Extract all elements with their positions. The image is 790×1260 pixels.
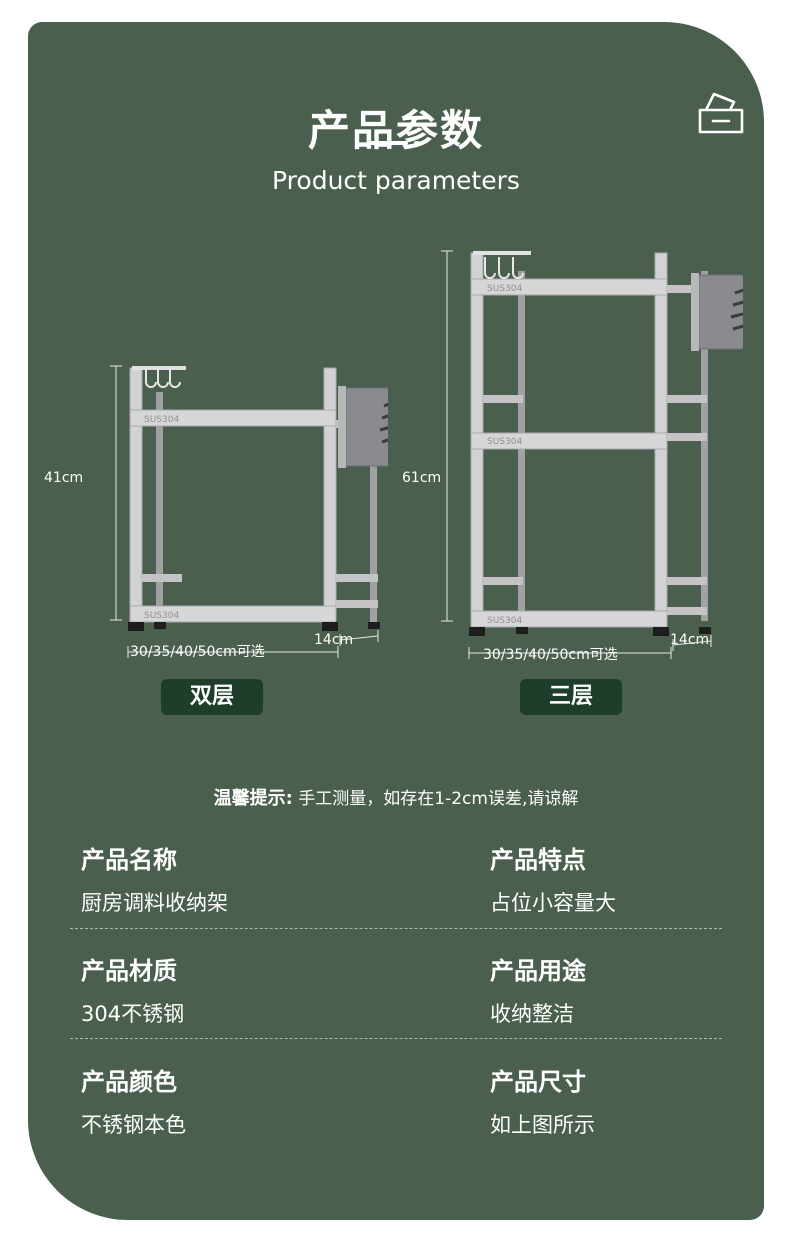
three-tier-rack-illustration: SUS304 SUS304 SUS304	[441, 250, 743, 659]
spec-label-color: 产品颜色	[81, 1068, 177, 1096]
tip-text: 手工测量，如存在1-2cm误差,请谅解	[298, 789, 579, 809]
sus304-mark-bottom: SUS304	[144, 611, 179, 621]
spec-value-color: 不锈钢本色	[81, 1113, 186, 1137]
divider	[70, 928, 722, 929]
spec-label-material: 产品材质	[81, 957, 177, 985]
three-tier-depth-label: 14cm	[670, 632, 710, 648]
title-underline	[370, 141, 408, 145]
three-tier-width-label: 30/35/40/50cm可选	[483, 647, 618, 663]
spec-value-usage: 收纳整洁	[490, 1002, 574, 1026]
two-tier-rack-illustration: SUS304 SUS304	[110, 365, 388, 658]
title-underline-dot	[414, 141, 420, 145]
sus304-mark-top: SUS304	[144, 415, 179, 425]
spec-value-name: 厨房调料收纳架	[81, 891, 228, 915]
page-title: 产品参数	[307, 106, 484, 155]
spec-value-feature: 占位小容量大	[490, 891, 616, 915]
spec-value-size: 如上图所示	[490, 1113, 595, 1137]
knife-holder	[698, 274, 743, 350]
two-tier-depth-label: 14cm	[314, 632, 354, 648]
box-icon	[698, 92, 744, 134]
tip-label: 温馨提示:	[213, 788, 293, 809]
sus304-mark-middle: SUS304	[487, 437, 522, 447]
spec-value-material: 304不锈钢	[81, 1002, 185, 1026]
measurement-tip: 温馨提示: 手工测量，如存在1-2cm误差,请谅解	[28, 784, 764, 810]
knife-holder	[345, 387, 388, 467]
sus304-mark-top: SUS304	[487, 284, 522, 294]
spec-label-size: 产品尺寸	[490, 1068, 586, 1096]
divider	[70, 1038, 722, 1039]
two-tier-width-label: 30/35/40/50cm可选	[130, 644, 265, 660]
parameters-card: 产品参数 Product parameters	[28, 22, 764, 1220]
three-tier-badge: 三层	[520, 679, 622, 715]
page-subtitle: Product parameters	[272, 166, 520, 195]
three-tier-height-label: 61cm	[402, 470, 442, 486]
two-tier-badge: 双层	[161, 679, 263, 715]
two-tier-height-label: 41cm	[44, 470, 84, 486]
spec-label-feature: 产品特点	[490, 846, 586, 874]
spec-label-usage: 产品用途	[490, 957, 586, 985]
spec-label-name: 产品名称	[81, 846, 177, 874]
sus304-mark-bottom: SUS304	[487, 616, 522, 626]
